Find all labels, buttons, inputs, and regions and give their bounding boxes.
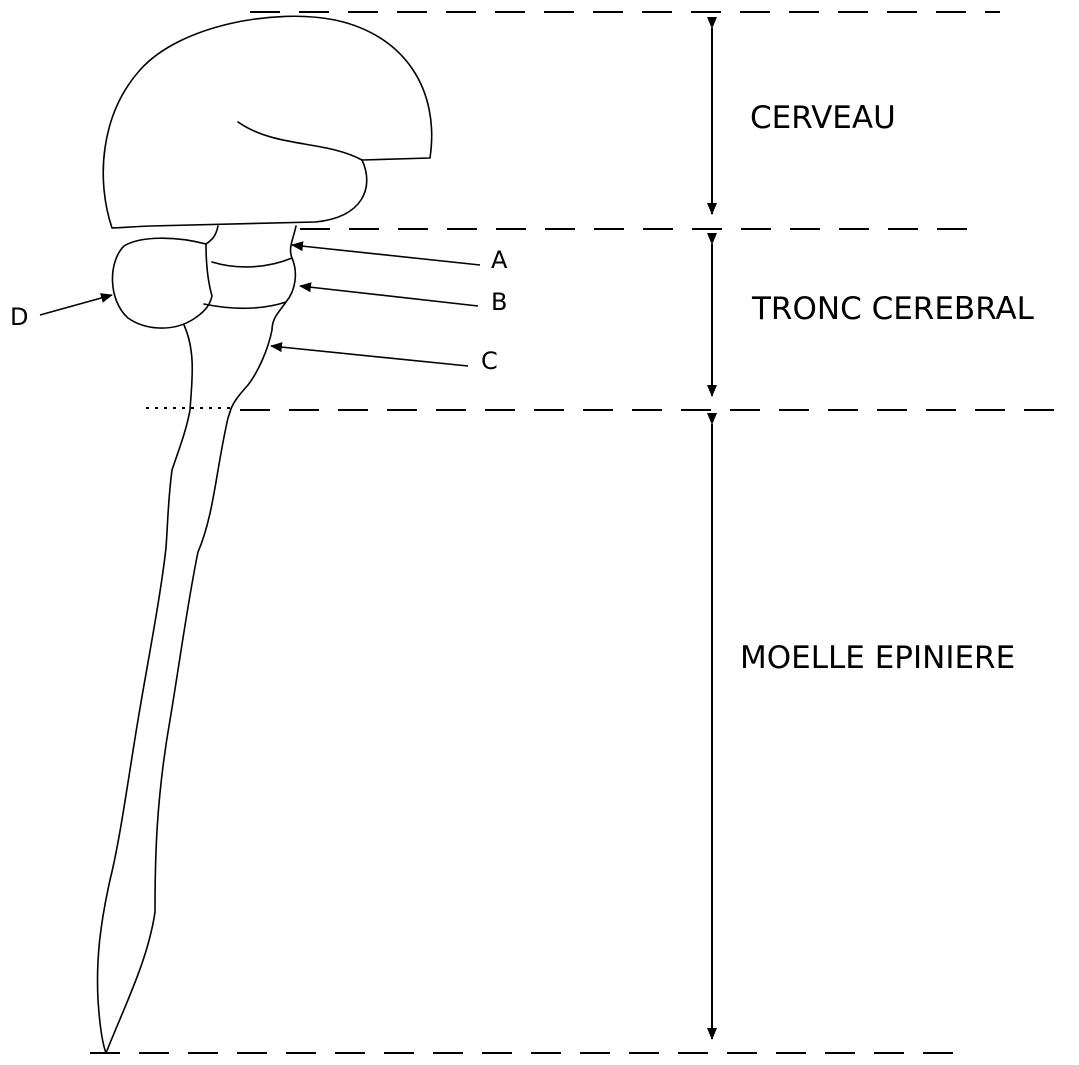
label-moelle-epiniere: MOELLE EPINIERE	[740, 640, 1015, 676]
midbrain-pons-divider	[212, 258, 292, 267]
cerebrum-inner-fold	[238, 122, 362, 160]
pointer-b-label: B	[491, 288, 507, 316]
pons-medulla-divider	[204, 302, 286, 308]
pointer-a-label: A	[491, 246, 508, 274]
pointer-d-leader	[40, 295, 112, 315]
brainstem-back-outline	[206, 226, 218, 244]
pointer-c-label: C	[481, 347, 498, 375]
pointer-a-leader	[292, 245, 480, 265]
label-cerveau: CERVEAU	[750, 100, 896, 136]
pointer-d-label: D	[10, 303, 28, 331]
label-tronc-cerebral: TRONC CEREBRAL	[751, 291, 1035, 327]
pointer-b-leader	[300, 286, 478, 306]
spinal-cord-outline	[98, 325, 231, 1053]
brainstem-front-outline	[230, 226, 296, 412]
pointer-c-leader	[271, 346, 468, 366]
cerebrum-outline	[103, 16, 431, 228]
cerebellum-outline	[112, 238, 212, 328]
